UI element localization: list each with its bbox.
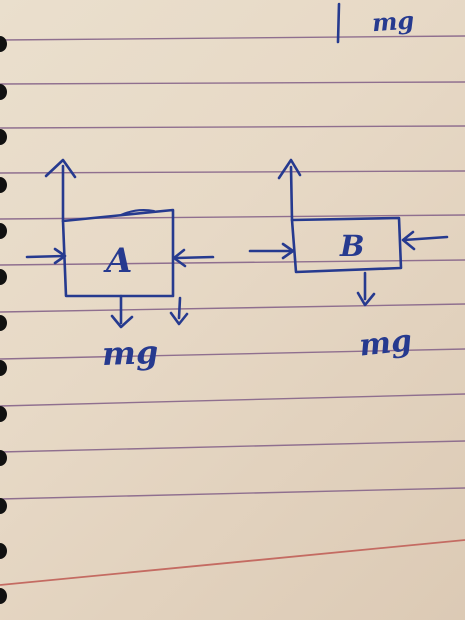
block-a-top-mark bbox=[119, 209, 156, 217]
block-a-free-body: A mg bbox=[25, 158, 215, 373]
block-b-normal-arrow-shaft bbox=[289, 165, 294, 222]
block-a-normal-arrow-head bbox=[44, 158, 77, 179]
block-b-label: B bbox=[339, 229, 365, 263]
ruled-lines bbox=[0, 35, 465, 586]
block-b-right-force-head bbox=[401, 230, 416, 251]
block-a-right-force-shaft bbox=[174, 255, 215, 260]
block-b-left-force-head bbox=[281, 242, 295, 260]
block-b-normal-arrow-head bbox=[277, 158, 302, 180]
block-b-right-force-shaft bbox=[402, 235, 449, 242]
top-right-label: mg bbox=[371, 5, 415, 37]
block-a-left-force-shaft bbox=[25, 254, 66, 259]
block-a-right-force-head bbox=[172, 248, 187, 268]
spiral-binding bbox=[0, 36, 7, 604]
block-a-small-arrow-head bbox=[169, 311, 189, 326]
block-a-weight-arrow-head bbox=[110, 314, 134, 329]
block-a-label: A bbox=[103, 241, 132, 281]
block-a-weight-label: mg bbox=[101, 333, 159, 373]
block-b-free-body: B mg bbox=[248, 158, 449, 364]
block-b-weight-label: mg bbox=[358, 323, 414, 363]
block-a-small-arrow-shaft bbox=[177, 296, 182, 320]
top-right-fragment: mg bbox=[336, 2, 415, 44]
block-b-box bbox=[290, 216, 403, 274]
block-a-box bbox=[61, 208, 175, 298]
block-a-left-force-head bbox=[53, 247, 67, 265]
block-b-weight-arrow-head bbox=[356, 291, 376, 307]
